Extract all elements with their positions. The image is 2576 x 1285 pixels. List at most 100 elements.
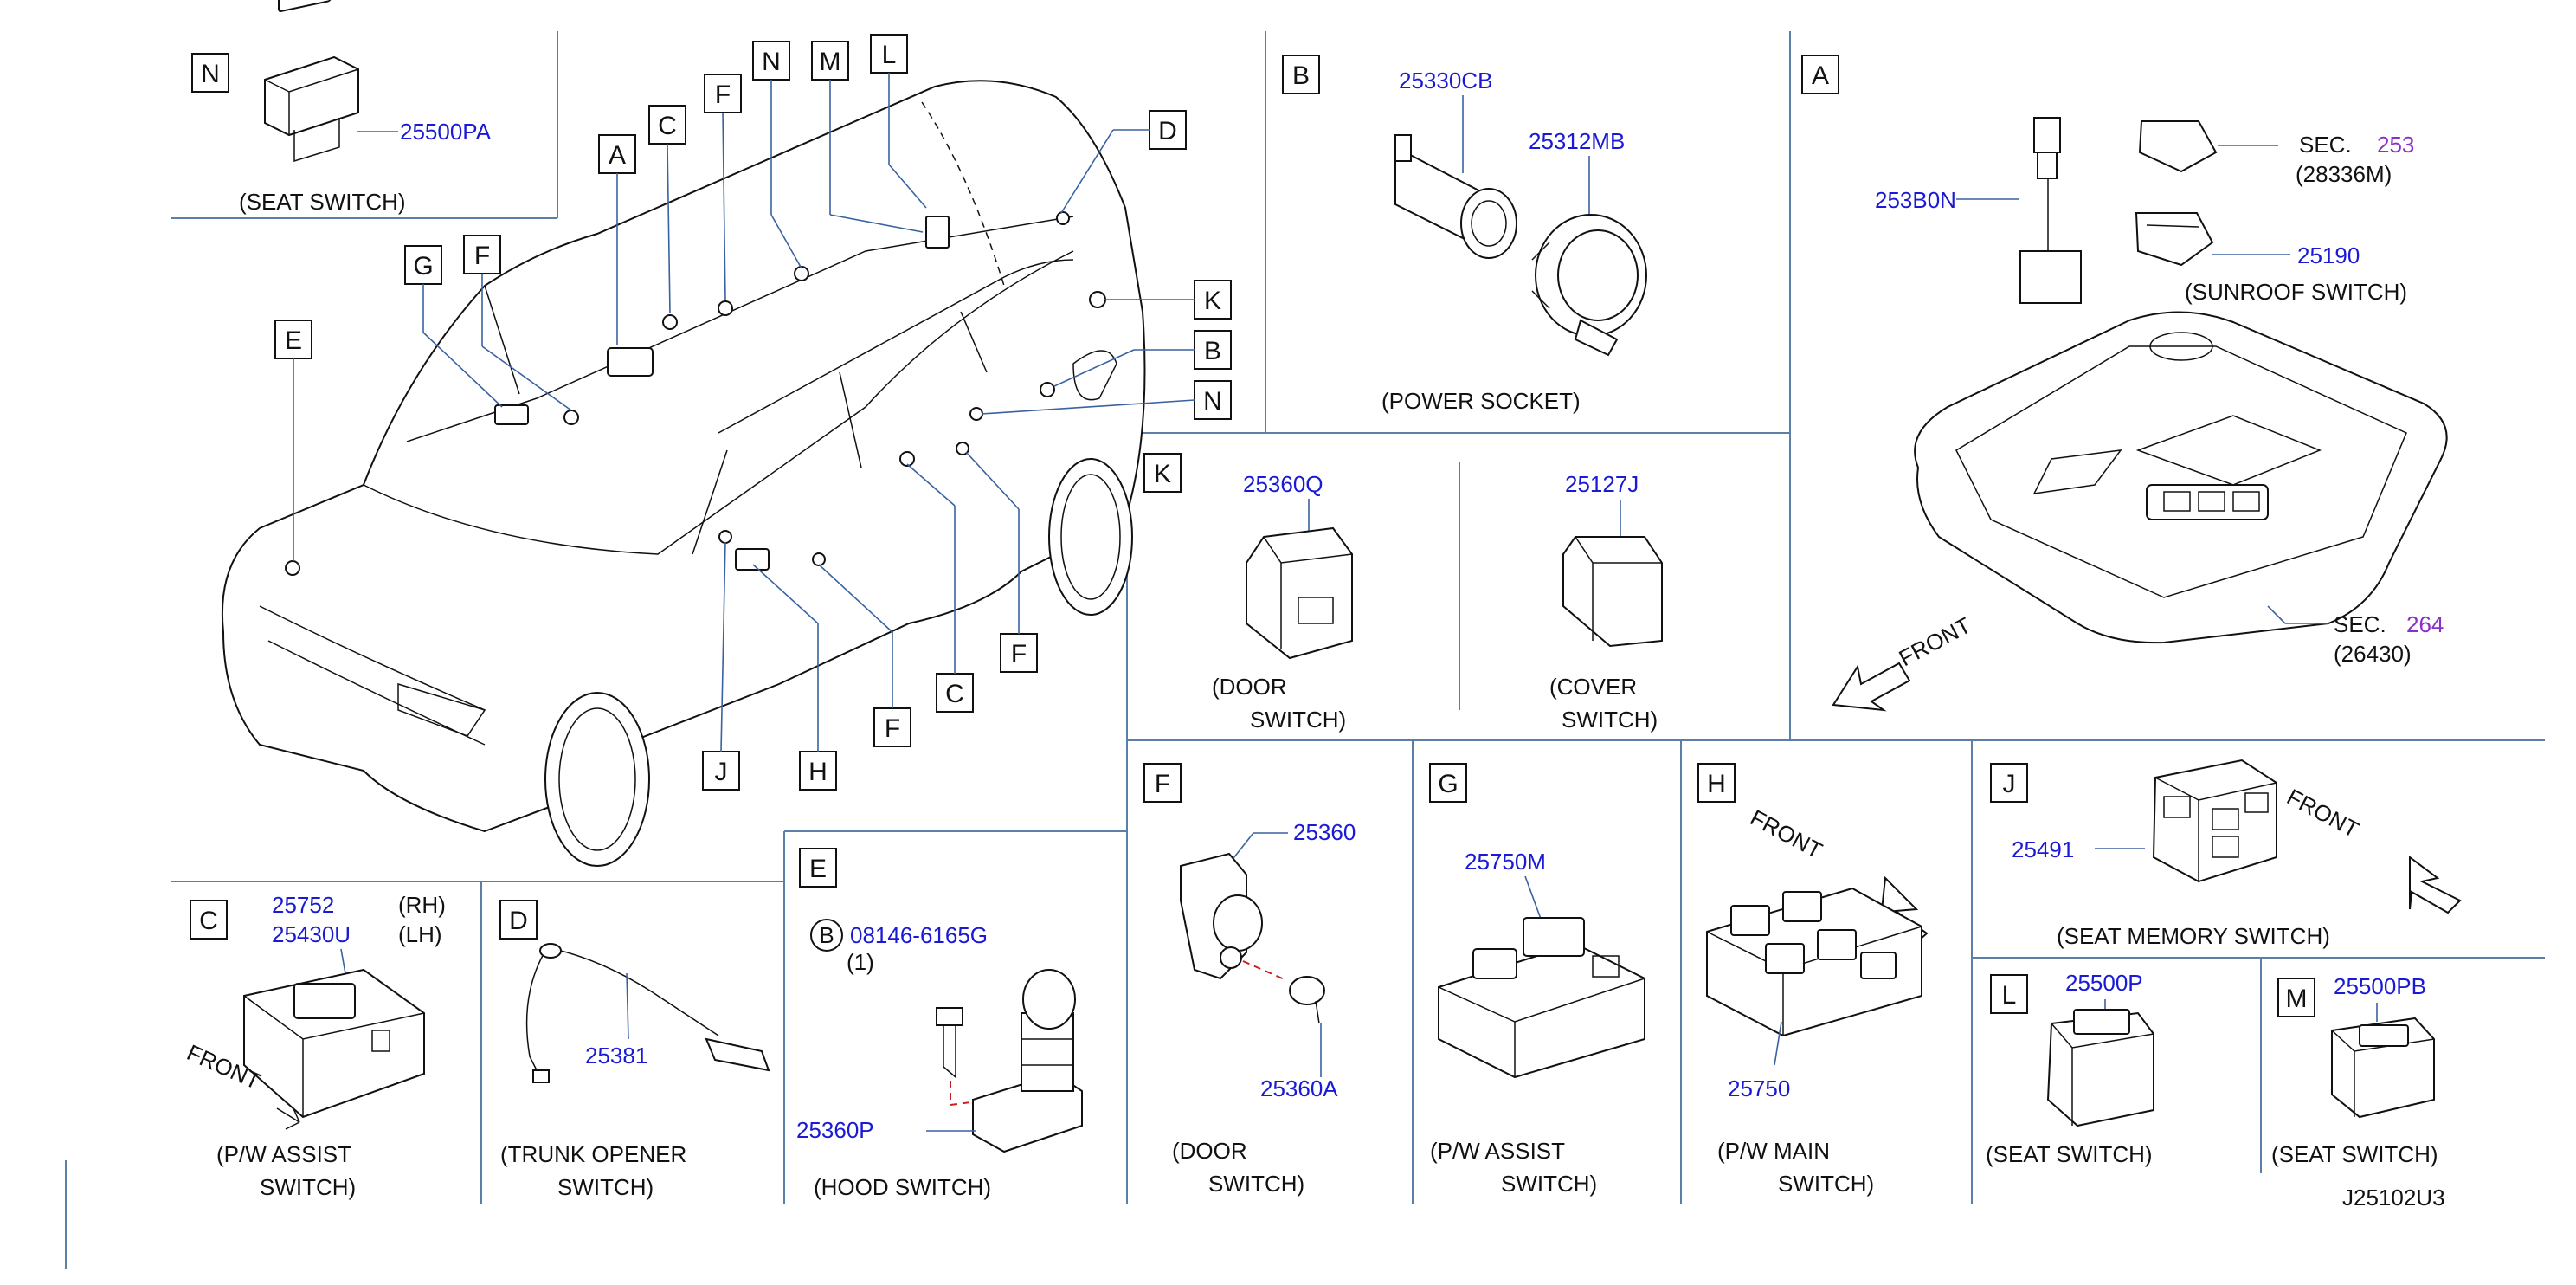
cover-switch-part <box>1562 536 1663 648</box>
front-arrow-A: FRONT <box>1832 612 1975 712</box>
svg-text:25360P: 25360P <box>796 1117 874 1143</box>
svg-text:(P/W ASSIST: (P/W ASSIST <box>1430 1138 1565 1164</box>
svg-text:(1): (1) <box>847 949 874 975</box>
svg-text:(TRUNK OPENER: (TRUNK OPENER <box>500 1141 686 1167</box>
svg-text:B: B <box>1204 337 1221 365</box>
sunroof-switch-part <box>2135 212 2214 267</box>
callout-M: M <box>811 41 849 81</box>
svg-text:25360A: 25360A <box>1260 1075 1338 1101</box>
callout-F-left: F <box>463 235 501 274</box>
svg-text:25752: 25752 <box>272 892 334 918</box>
svg-text:H: H <box>808 758 828 786</box>
svg-text:G: G <box>1438 770 1458 798</box>
svg-text:FRONT: FRONT <box>2283 784 2363 843</box>
callout-N-top: N <box>752 41 790 81</box>
seat-switch-part-M <box>2331 1017 2435 1119</box>
svg-text:25430U: 25430U <box>272 921 351 947</box>
svg-text:B: B <box>1292 61 1310 90</box>
panel-D-trunk-opener-switch: D 25381 (TRUNK OPENER SWITCH) <box>499 900 770 1200</box>
seat-switch-part <box>264 0 359 163</box>
panel-letter-box <box>191 53 229 93</box>
callout-C-bottom: C <box>936 673 974 713</box>
svg-text:25750: 25750 <box>1728 1075 1790 1101</box>
vehicle-illustration <box>221 80 1146 867</box>
svg-text:D: D <box>509 907 528 935</box>
svg-text:(P/W MAIN: (P/W MAIN <box>1717 1138 1830 1164</box>
svg-text:25491: 25491 <box>2012 836 2074 862</box>
svg-text:A: A <box>1812 61 1829 90</box>
svg-text:C: C <box>199 907 218 935</box>
assist-switch-part-C <box>243 968 425 1119</box>
door-switch-part-F <box>1180 852 1263 980</box>
svg-text:F: F <box>1011 640 1027 668</box>
svg-text:B: B <box>819 922 834 948</box>
svg-text:SEC.: SEC. <box>2299 132 2352 158</box>
svg-text:25312MB: 25312MB <box>1529 128 1625 154</box>
svg-text:J: J <box>2003 770 2016 798</box>
callout-G: G <box>404 245 442 285</box>
svg-text:SWITCH): SWITCH) <box>1501 1171 1597 1197</box>
svg-text:SWITCH): SWITCH) <box>1250 707 1346 733</box>
panel-A-sunroof-switch: A 253B0N SEC. 253 (28336M) 25190 (SUNROO… <box>1801 55 2448 712</box>
callout-F-bottom: F <box>873 707 911 747</box>
svg-text:25500PB: 25500PB <box>2334 973 2426 999</box>
panel-N-seat-switch: N 25500PA (SEAT SWITCH) <box>191 0 492 215</box>
svg-text:264: 264 <box>2406 611 2444 637</box>
callout-K: K <box>1194 280 1232 320</box>
svg-text:SEC.: SEC. <box>2334 611 2386 637</box>
svg-text:K: K <box>1204 287 1221 315</box>
svg-text:FRONT: FRONT <box>1746 804 1826 864</box>
main-switch-part-H <box>1706 887 1922 1037</box>
panel-L-seat-switch: L 25500P (SEAT SWITCH) <box>1986 970 2154 1167</box>
door-switch-part <box>1246 526 1353 660</box>
svg-text:25127J: 25127J <box>1565 471 1639 497</box>
svg-text:G: G <box>413 252 433 281</box>
cigar-lighter-part <box>1394 134 1517 259</box>
svg-text:L: L <box>882 41 897 69</box>
callout-B-veh: B <box>1194 330 1232 370</box>
svg-text:25360Q: 25360Q <box>1243 471 1323 497</box>
trunk-opener-harness-part <box>525 943 770 1083</box>
svg-text:(COVER: (COVER <box>1549 674 1637 700</box>
svg-text:N: N <box>762 48 781 76</box>
panel-H-pw-main-switch: H FRONT 25750 (P/W MAIN SWITCH) <box>1697 763 1929 1197</box>
panel-B-power-socket: B 25330CB 25312MB (POWER SOCKET) <box>1282 55 1647 414</box>
hood-switch-part <box>972 969 1083 1153</box>
hood-bolt-part <box>936 1007 963 1079</box>
callout-F-right: F <box>1000 633 1038 673</box>
callout-F-top: F <box>704 74 742 113</box>
svg-text:N: N <box>201 60 220 88</box>
svg-text:J: J <box>715 758 728 786</box>
svg-text:(RH): (RH) <box>398 892 446 918</box>
panel-J-seat-memory-switch: J 25491 FRONT (SEAT MEMORY SWITCH) <box>1990 759 2462 949</box>
svg-text:253: 253 <box>2377 132 2414 158</box>
front-arrow-J: FRONT <box>2283 784 2462 914</box>
callout-J: J <box>702 751 740 791</box>
svg-text:(DOOR: (DOOR <box>1212 674 1287 700</box>
svg-text:(28336M): (28336M) <box>2296 161 2392 187</box>
svg-text:(SEAT SWITCH): (SEAT SWITCH) <box>239 189 406 215</box>
callout-L: L <box>870 34 908 74</box>
panel-E-hood-switch: E B 08146-6165G (1) 25360P (HOOD SWITCH) <box>796 848 1083 1200</box>
svg-text:25190: 25190 <box>2297 242 2360 268</box>
vehicle-callouts: N M L A C F D G F K E B N J H F C F <box>274 34 1232 791</box>
svg-text:F: F <box>885 714 900 743</box>
svg-text:C: C <box>658 112 677 140</box>
svg-text:FRONT: FRONT <box>1895 612 1975 672</box>
seat-switch-part-L <box>2046 1009 2154 1127</box>
callout-N-right: N <box>1194 380 1232 420</box>
callout-E: E <box>274 320 312 359</box>
bracket-part <box>2138 120 2218 173</box>
svg-text:253B0N: 253B0N <box>1875 187 1956 213</box>
svg-text:(SEAT MEMORY SWITCH): (SEAT MEMORY SWITCH) <box>2057 923 2330 949</box>
assist-switch-part-G <box>1438 917 1645 1079</box>
power-socket-part <box>1531 214 1647 357</box>
svg-text:(SUNROOF SWITCH): (SUNROOF SWITCH) <box>2185 279 2407 305</box>
svg-text:(SEAT SWITCH): (SEAT SWITCH) <box>2271 1141 2438 1167</box>
svg-text:(LH): (LH) <box>398 921 442 947</box>
svg-text:C: C <box>945 680 964 708</box>
overhead-console-part <box>1914 311 2448 644</box>
svg-text:M: M <box>820 48 841 76</box>
svg-text:H: H <box>1707 770 1726 798</box>
panel-C-pw-assist-switch: C 25752 (RH) 25430U (LH) FRONT (P/W ASSI… <box>184 892 446 1200</box>
